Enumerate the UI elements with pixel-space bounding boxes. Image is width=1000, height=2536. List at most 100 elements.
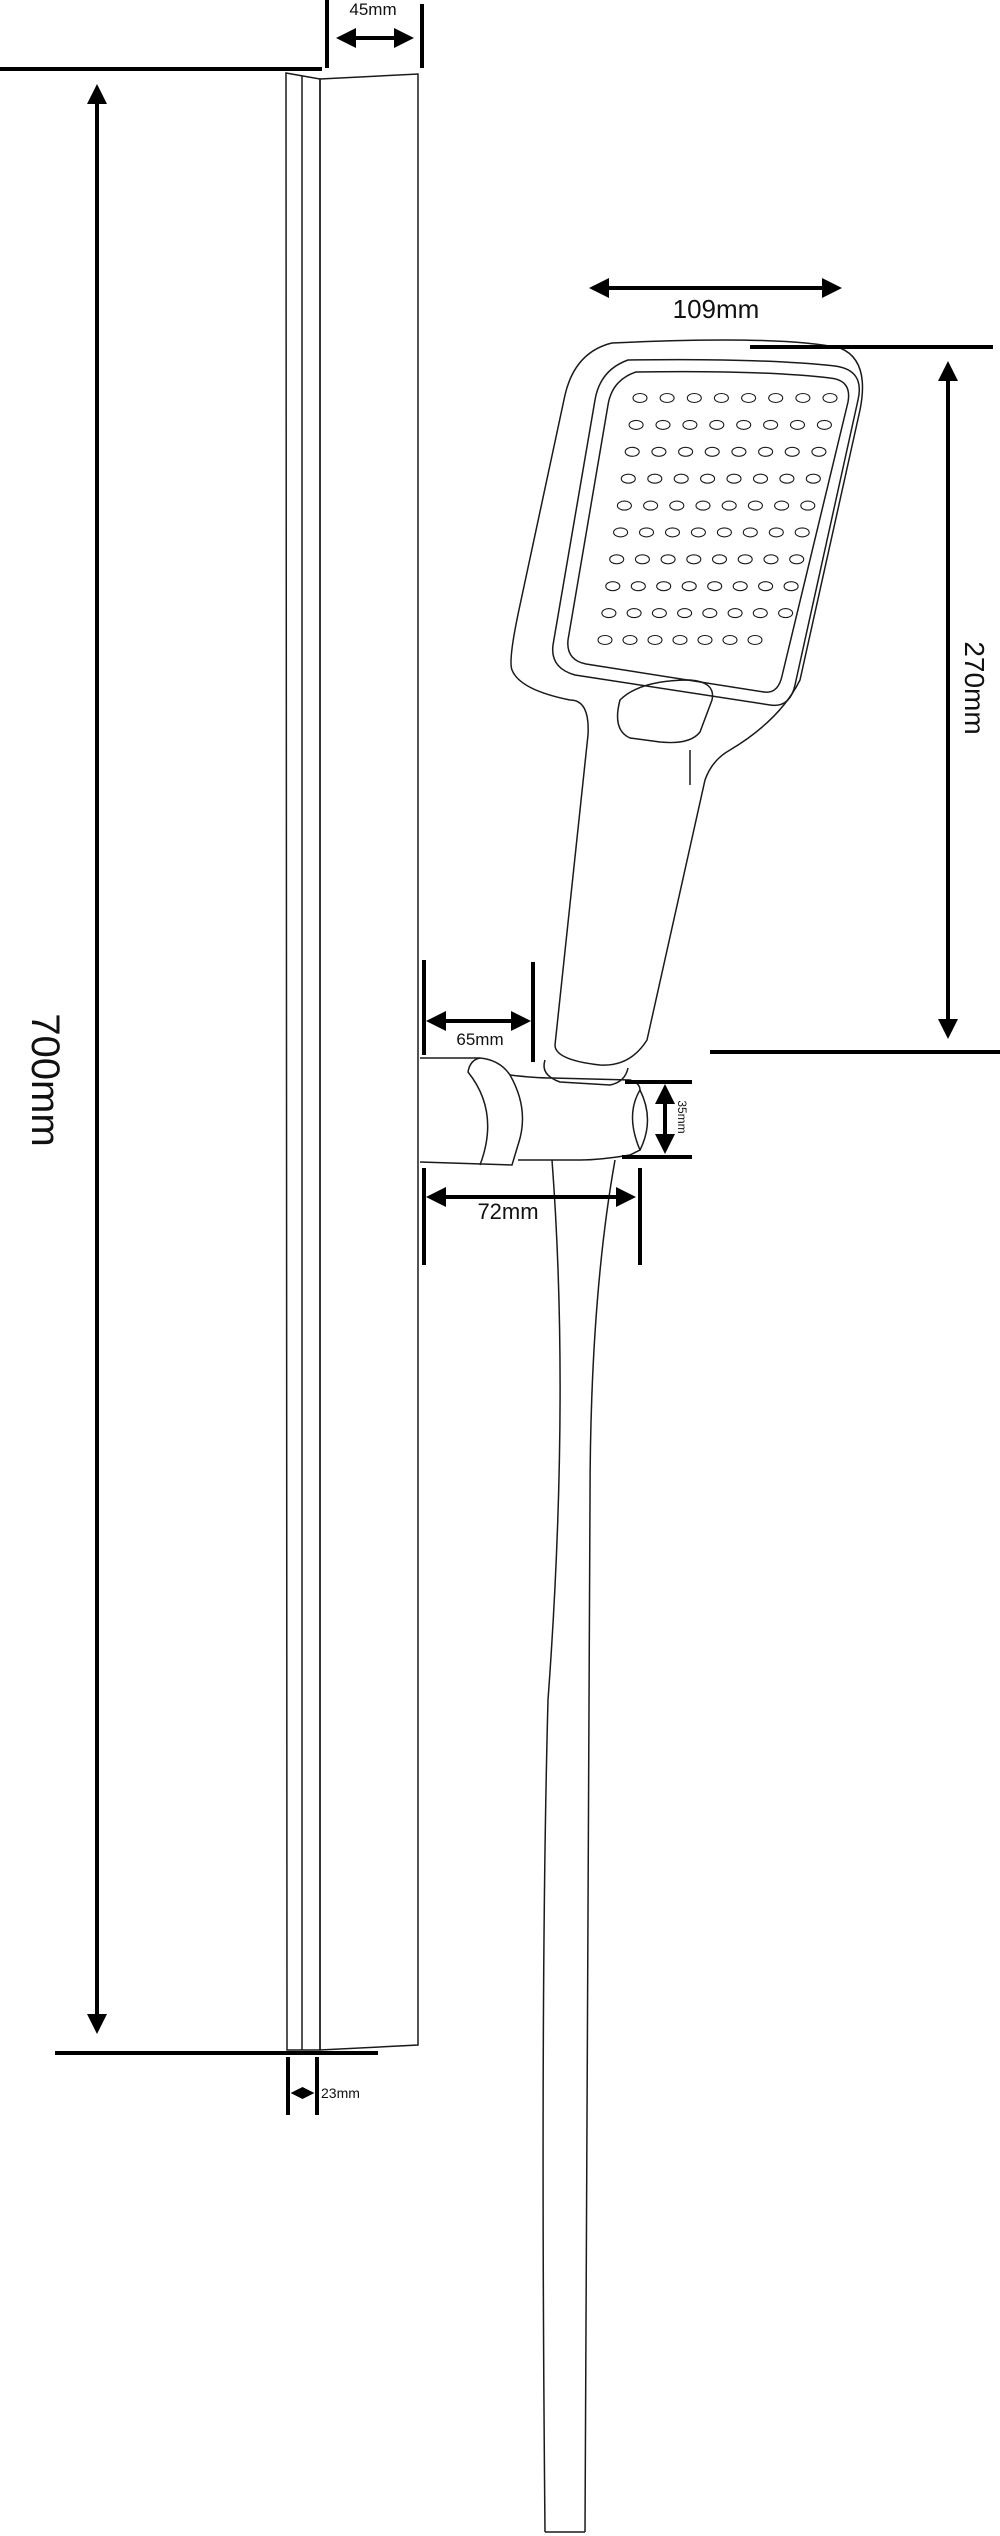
- dim-head-width: 109mm: [589, 278, 842, 324]
- nozzle: [732, 581, 748, 592]
- nozzle: [794, 527, 810, 538]
- nozzle: [682, 419, 698, 430]
- nozzle: [763, 419, 779, 430]
- nozzle: [690, 527, 706, 538]
- nozzle: [752, 608, 768, 619]
- nozzle: [626, 608, 642, 619]
- nozzle: [655, 419, 671, 430]
- dim-rail-depth: 23mm: [286, 2057, 360, 2115]
- holder-offset-label: 72mm: [477, 1199, 538, 1224]
- nozzle: [686, 392, 702, 404]
- nozzle: [721, 500, 737, 511]
- nozzle: [742, 527, 758, 538]
- hand-shower-head: [510, 339, 864, 1086]
- nozzle: [616, 500, 632, 511]
- nozzle: [597, 634, 613, 646]
- nozzle: [647, 473, 663, 484]
- nozzle: [605, 581, 621, 592]
- nozzle: [752, 473, 769, 484]
- nozzle: [816, 419, 832, 430]
- nozzle: [778, 608, 794, 619]
- nozzle: [697, 634, 713, 646]
- nozzle: [722, 634, 738, 646]
- nozzle: [737, 554, 753, 565]
- nozzle: [709, 419, 725, 430]
- nozzle: [651, 446, 667, 457]
- nozzle: [643, 500, 659, 511]
- wall-holder-bracket: [419, 1057, 649, 1166]
- nozzle: [624, 446, 640, 457]
- nozzle: [726, 473, 742, 484]
- nozzle: [747, 500, 763, 511]
- nozzle: [620, 473, 636, 484]
- dim-holder-offset: 72mm: [422, 1168, 642, 1265]
- holder-height-label: 35mm: [675, 1100, 689, 1133]
- nozzle: [672, 634, 688, 646]
- nozzle: [741, 392, 757, 404]
- nozzle: [601, 608, 617, 619]
- dim-holder-projection: 65mm: [422, 960, 535, 1062]
- nozzle: [673, 473, 689, 484]
- nozzle: [736, 419, 752, 430]
- nozzle: [731, 446, 747, 457]
- handset-length-label: 270mm: [959, 641, 990, 734]
- slide-rail: [285, 72, 419, 2051]
- nozzle: [678, 446, 694, 457]
- nozzle: [805, 473, 821, 484]
- dim-rail-width: 45mm: [325, 0, 424, 68]
- nozzle: [628, 419, 644, 430]
- nozzle: [704, 446, 720, 457]
- nozzle: [638, 527, 655, 538]
- nozzle: [669, 500, 685, 511]
- nozzle: [822, 392, 838, 404]
- nozzle: [774, 500, 790, 511]
- nozzle: [613, 527, 629, 538]
- nozzle: [713, 392, 729, 404]
- spray-nozzles: [597, 392, 838, 646]
- nozzle: [632, 392, 648, 404]
- nozzle: [763, 554, 779, 565]
- nozzle: [716, 527, 732, 538]
- nozzle: [700, 473, 716, 484]
- nozzle: [681, 581, 697, 592]
- nozzle: [647, 634, 663, 646]
- nozzle: [783, 581, 799, 592]
- nozzle: [789, 554, 805, 565]
- nozzle: [659, 392, 675, 404]
- nozzle: [779, 473, 795, 484]
- rail-width-label: 45mm: [349, 0, 396, 19]
- dim-rail-length: 700mm: [0, 67, 378, 2055]
- nozzle: [800, 500, 816, 511]
- head-width-label: 109mm: [673, 294, 760, 324]
- nozzle: [747, 634, 763, 646]
- nozzle: [758, 581, 774, 592]
- shower-hose: [542, 1159, 616, 2533]
- nozzle: [664, 527, 681, 538]
- holder-projection-label: 65mm: [456, 1030, 503, 1049]
- nozzle: [609, 554, 625, 565]
- dim-handset-length: 270mm: [710, 345, 1000, 1054]
- nozzle: [789, 419, 806, 430]
- nozzle: [707, 581, 723, 592]
- nozzle: [795, 392, 811, 404]
- rail-length-label: 700mm: [23, 1013, 67, 1146]
- nozzle: [651, 608, 667, 619]
- nozzle: [811, 446, 827, 457]
- nozzle: [656, 581, 672, 592]
- nozzle: [660, 554, 676, 565]
- nozzle: [768, 392, 784, 404]
- nozzle: [634, 554, 650, 565]
- nozzle: [768, 527, 784, 538]
- nozzle: [677, 608, 693, 619]
- dim-holder-height: 35mm: [622, 1080, 692, 1159]
- nozzle: [695, 500, 711, 511]
- nozzle: [758, 446, 774, 457]
- nozzle: [622, 634, 638, 646]
- rail-depth-label: 23mm: [321, 2085, 360, 2101]
- nozzle: [784, 446, 800, 457]
- nozzle: [727, 608, 743, 619]
- nozzle: [711, 554, 728, 565]
- nozzle: [686, 554, 702, 565]
- nozzle: [630, 581, 646, 592]
